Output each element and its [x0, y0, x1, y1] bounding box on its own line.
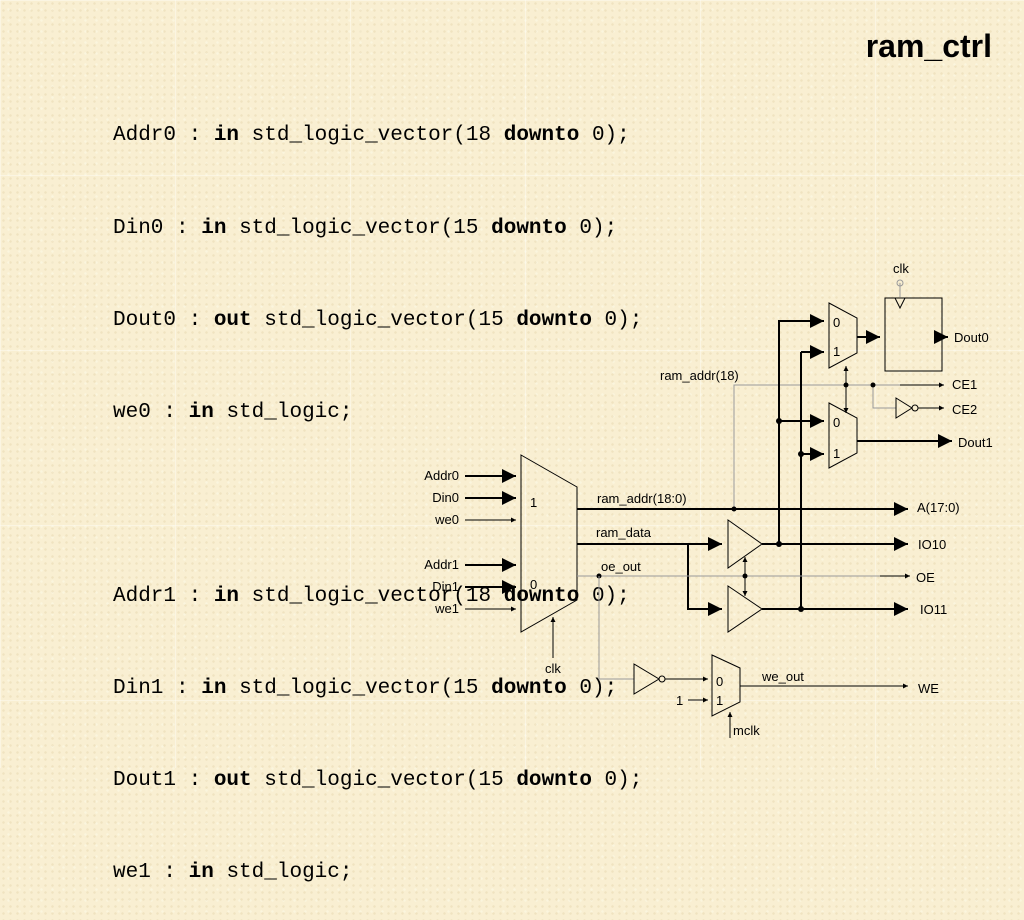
code-line: we1 : in std_logic; — [113, 861, 353, 885]
output-label-io11: IO11 — [920, 602, 947, 617]
input-label-addr0: Addr0 — [424, 468, 459, 483]
const-one-label: 1 — [676, 693, 683, 708]
tristate-buffer-io10 — [727, 519, 763, 569]
tristate-buffer-io11 — [727, 585, 763, 633]
code-line: Addr0 : in std_logic_vector(18 downto 0)… — [113, 124, 630, 148]
input-label-din0: Din0 — [432, 490, 459, 505]
output-label-dout0: Dout0 — [954, 330, 989, 345]
we-out-label: we_out — [761, 669, 804, 684]
code-line: Dout1 : out std_logic_vector(15 downto 0… — [113, 769, 643, 793]
read-mux-0-sel1: 1 — [833, 344, 840, 359]
code-line: Addr1 : in std_logic_vector(18 downto 0)… — [113, 584, 630, 608]
output-label-io10: IO10 — [918, 537, 946, 552]
ram-addr-18-label: ram_addr(18) — [660, 368, 739, 383]
main-clk-label: clk — [545, 661, 561, 676]
code-line: Din1 : in std_logic_vector(15 downto 0); — [113, 676, 618, 700]
read-mux-1 — [828, 402, 858, 469]
output-label-we: WE — [918, 681, 939, 696]
read-mux-1-sel0: 0 — [833, 415, 840, 430]
main-mux-sel1: 1 — [530, 495, 537, 510]
ram-ctrl-schematic: Addr0 Din0 we0 Addr1 Din1 we1 1 0 clk ra… — [424, 261, 993, 738]
register-clk-label: clk — [893, 261, 909, 276]
we-mux-sel1: 1 — [716, 693, 723, 708]
slide-title: ram_ctrl — [865, 28, 992, 64]
code-line: Dout0 : out std_logic_vector(15 downto 0… — [113, 308, 643, 332]
read-mux-0 — [828, 302, 858, 369]
dout0-register — [884, 297, 943, 372]
ram-data-label: ram_data — [596, 525, 652, 540]
input-arrows — [465, 469, 516, 612]
output-label-ce1: CE1 — [952, 377, 977, 392]
code-line: Din0 : in std_logic_vector(15 downto 0); — [113, 216, 618, 240]
oe-out-label: oe_out — [601, 559, 641, 574]
output-label-oe: OE — [916, 570, 935, 585]
mclk-label: mclk — [733, 723, 760, 738]
code-line: we0 : in std_logic; — [113, 400, 353, 424]
output-label-addr: A(17:0) — [917, 500, 960, 515]
ce2-inverter — [895, 397, 913, 419]
ram-addr-label: ram_addr(18:0) — [597, 491, 687, 506]
input-label-din1: Din1 — [432, 579, 459, 594]
we-mux — [711, 654, 741, 717]
we-inverter — [633, 663, 660, 695]
main-mux-sel0: 0 — [530, 577, 537, 592]
input-label-we0: we0 — [434, 512, 459, 527]
read-mux-1-sel1: 1 — [833, 446, 840, 461]
output-label-dout1: Dout1 — [958, 435, 993, 450]
we-mux-sel0: 0 — [716, 674, 723, 689]
read-mux-0-sel0: 0 — [833, 315, 840, 330]
input-label-we1: we1 — [434, 601, 459, 616]
input-label-addr1: Addr1 — [424, 557, 459, 572]
output-label-ce2: CE2 — [952, 402, 977, 417]
main-mux — [520, 454, 578, 633]
